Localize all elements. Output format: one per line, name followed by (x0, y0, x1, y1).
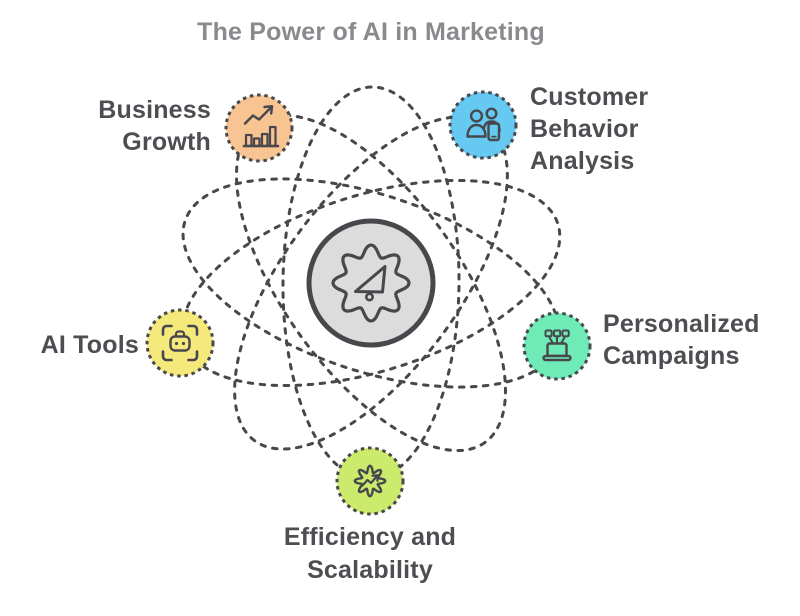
node-efficiency-scalability (335, 446, 405, 516)
node-ai-tools (145, 308, 215, 378)
page-title: The Power of AI in Marketing (197, 18, 545, 46)
gear-trend-icon (353, 464, 387, 498)
node-business-growth (224, 93, 294, 163)
users-mobile-icon (466, 107, 501, 142)
node-personalized-campaigns (522, 311, 592, 381)
label-efficiency-scalability: Efficiency and Scalability (283, 523, 457, 584)
center-circle (306, 218, 436, 348)
robot-scan-icon (161, 324, 199, 362)
gear-megaphone-icon (331, 243, 411, 323)
node-customer-behavior-analysis (448, 90, 518, 160)
orbit-ellipse (235, 113, 507, 453)
label-customer-behavior-analysis: Customer Behavior Analysis (530, 83, 649, 175)
node-circle-business-growth (224, 93, 294, 163)
orbit-ellipse (233, 115, 509, 451)
bar-chart-growth-icon (242, 105, 280, 148)
label-business-growth: Business Growth (98, 96, 211, 156)
label-personalized-campaigns: Personalized Campaigns (603, 310, 760, 370)
label-ai-tools: AI Tools (40, 331, 139, 359)
center-hub (306, 218, 436, 348)
node-circle-customer-behavior-analysis (448, 90, 518, 160)
laptop-audience-icon (542, 329, 572, 362)
